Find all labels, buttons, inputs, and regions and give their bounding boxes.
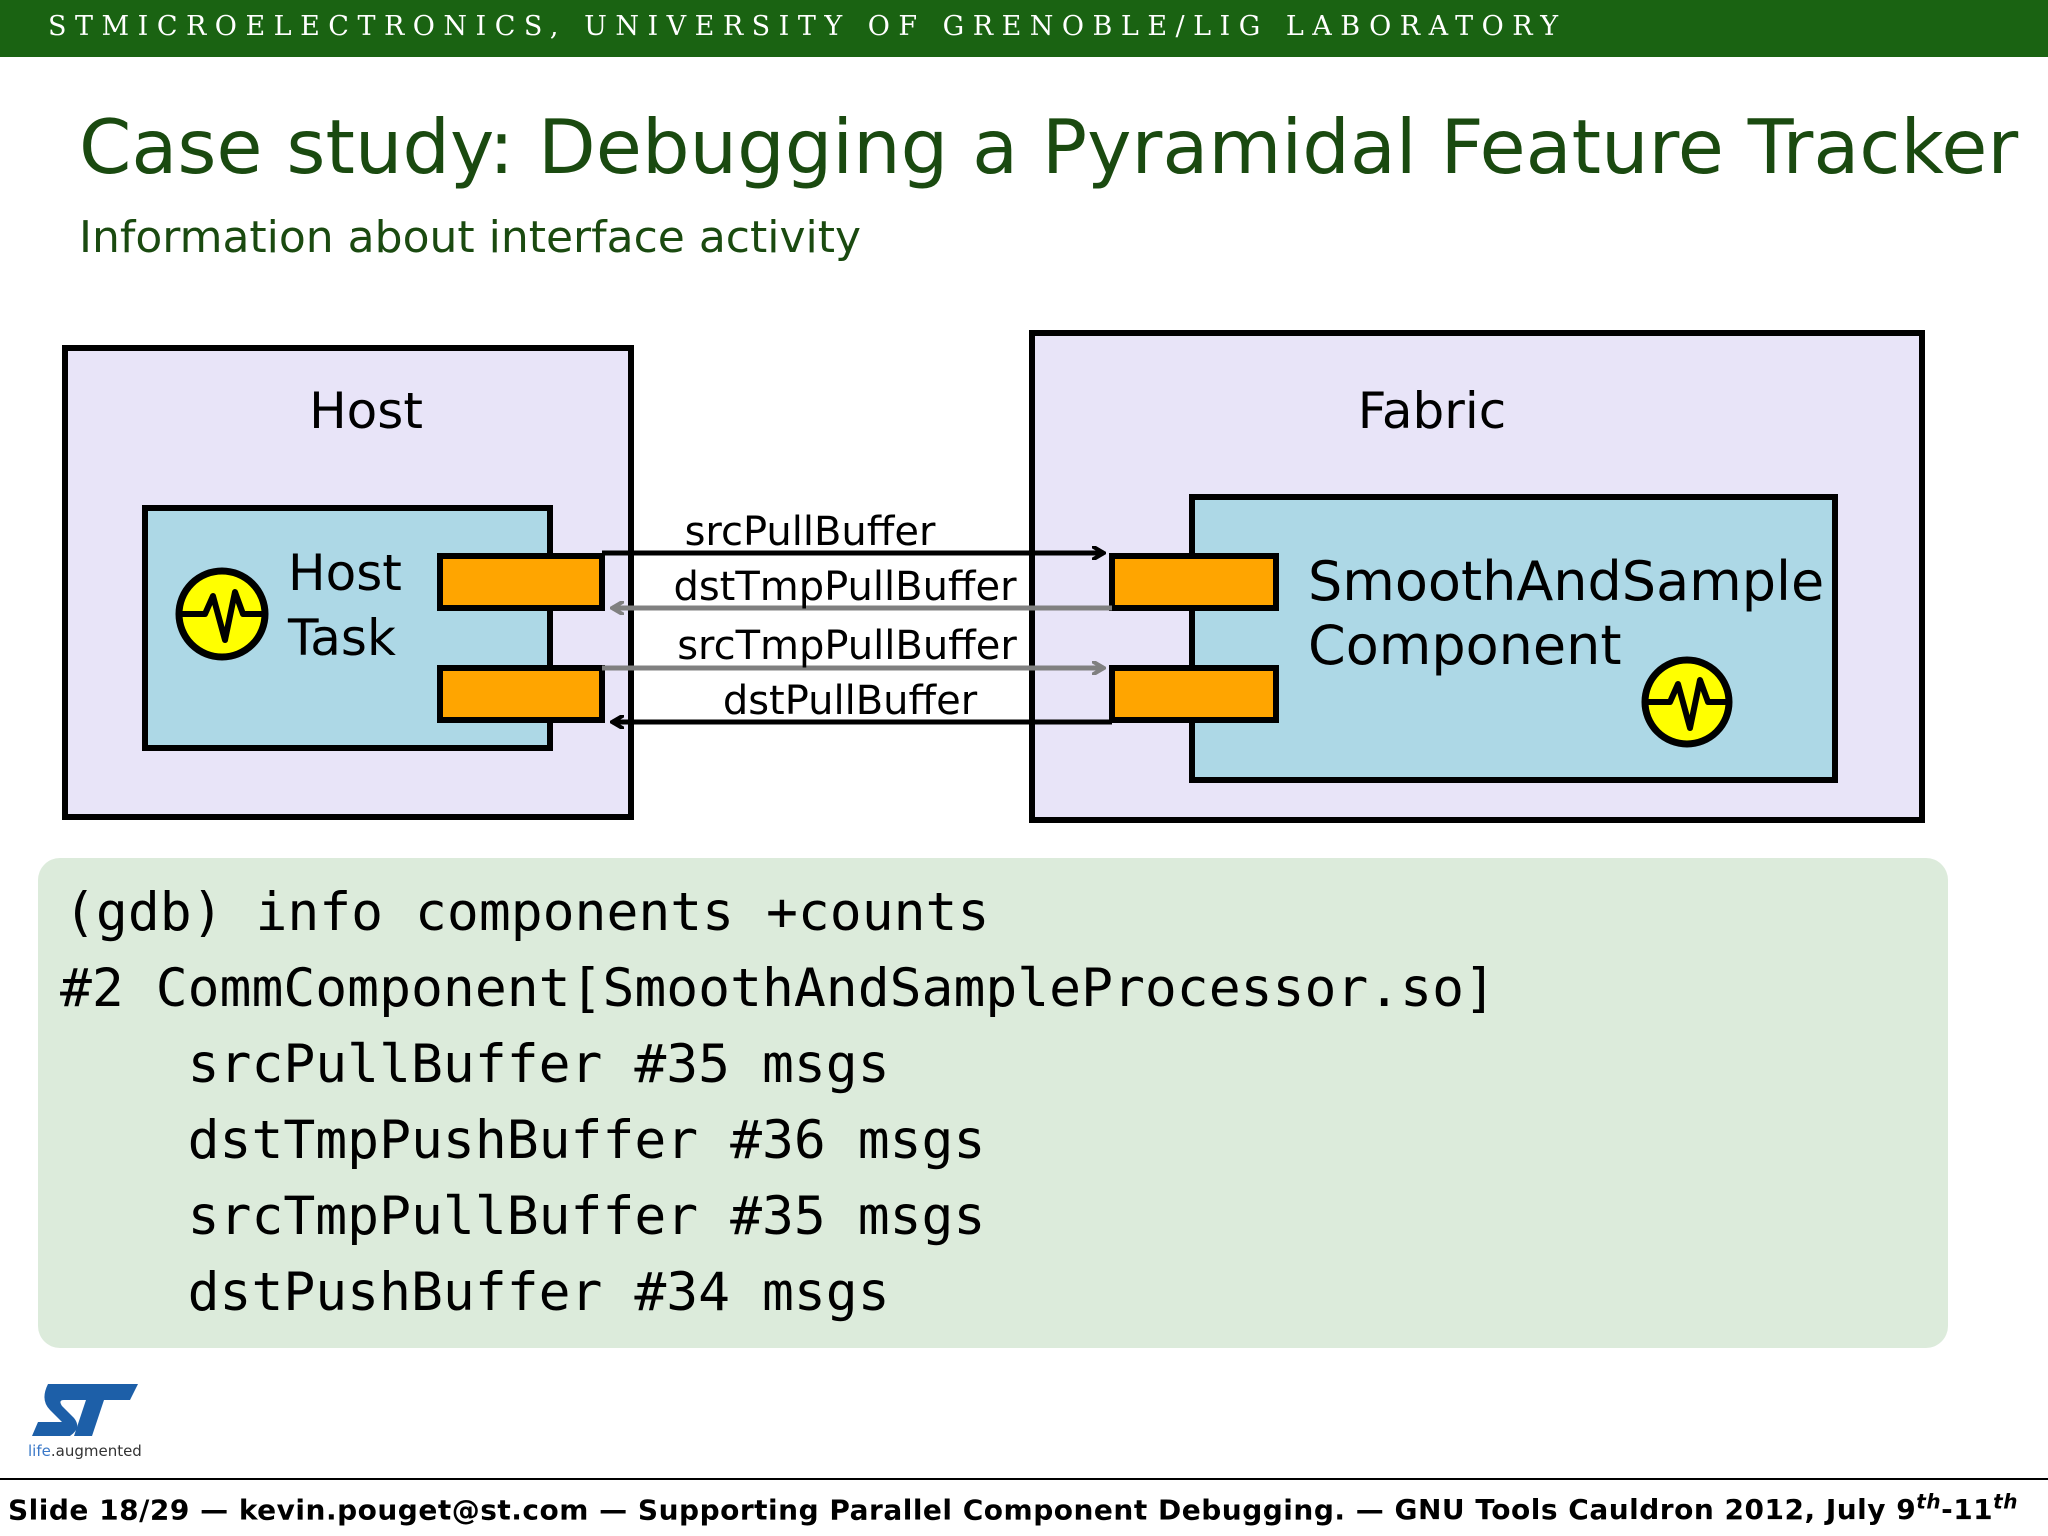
host-task-label-line2: Task xyxy=(287,609,396,667)
logo-tagline-part1: life xyxy=(28,1442,51,1460)
host-task-label-line1: Host xyxy=(288,544,402,602)
activity-icon xyxy=(175,567,269,661)
fabric-port-top xyxy=(1109,553,1279,611)
console-line: (gdb) info components +counts xyxy=(64,882,990,943)
component-box xyxy=(1189,494,1838,783)
host-label: Host xyxy=(309,382,423,440)
architecture-diagram: Host Host Task Fabric SmoothAndSample Co… xyxy=(62,330,1925,823)
footer-divider xyxy=(0,1478,2048,1480)
author-email: kevin.pouget@st.com xyxy=(238,1493,589,1527)
footer-separator: — xyxy=(200,1493,229,1527)
event-prefix: GNU Tools Cauldron 2012, July 9 xyxy=(1394,1493,1917,1527)
footer-separator: — xyxy=(599,1493,628,1527)
event-info: GNU Tools Cauldron 2012, July 9th-11th xyxy=(1394,1490,2018,1527)
activity-icon xyxy=(1641,656,1733,748)
event-sup-1: th xyxy=(1916,1490,1942,1514)
event-sup-2: th xyxy=(1993,1490,2018,1514)
fabric-port-bottom xyxy=(1109,665,1279,723)
link-label: dstPullBuffer xyxy=(723,678,978,724)
st-logo xyxy=(32,1384,138,1436)
component-label-line2: Component xyxy=(1308,614,1622,677)
logo-tagline: life.augmented xyxy=(28,1442,142,1460)
link-label: srcPullBuffer xyxy=(685,509,936,555)
link-label: dstTmpPullBuffer xyxy=(673,564,1017,610)
console-line: srcPullBuffer #35 msgs xyxy=(60,1034,890,1095)
header-bar: STMICROELECTRONICS, UNIVERSITY OF GRENOB… xyxy=(0,0,2048,57)
console-line: #2 CommComponent[SmoothAndSampleProcesso… xyxy=(60,958,1496,1019)
talk-title: Supporting Parallel Component Debugging. xyxy=(637,1493,1346,1527)
event-mid: -11 xyxy=(1941,1493,1994,1527)
console-line: dstPushBuffer #34 msgs xyxy=(60,1262,890,1323)
affiliation-text: STMICROELECTRONICS, UNIVERSITY OF GRENOB… xyxy=(48,11,1567,42)
slide-title: Case study: Debugging a Pyramidal Featur… xyxy=(79,103,2019,191)
host-port-bottom xyxy=(437,665,605,723)
gdb-console-box: (gdb) info components +counts #2 CommCom… xyxy=(38,858,1948,1348)
slide-subtitle: Information about interface activity xyxy=(79,212,862,263)
slide-number: Slide 18/29 xyxy=(8,1493,190,1527)
fabric-label: Fabric xyxy=(1358,382,1507,440)
footer: Slide 18/29 — kevin.pouget@st.com — Supp… xyxy=(8,1490,2018,1526)
component-label-line1: SmoothAndSample xyxy=(1308,550,1824,613)
console-line: dstTmpPushBuffer #36 msgs xyxy=(60,1110,986,1171)
footer-separator: — xyxy=(1355,1493,1385,1527)
console-line: srcTmpPullBuffer #35 msgs xyxy=(60,1186,986,1247)
link-label: srcTmpPullBuffer xyxy=(677,623,1017,669)
host-port-top xyxy=(437,553,605,611)
logo-tagline-part2: .augmented xyxy=(50,1442,142,1460)
